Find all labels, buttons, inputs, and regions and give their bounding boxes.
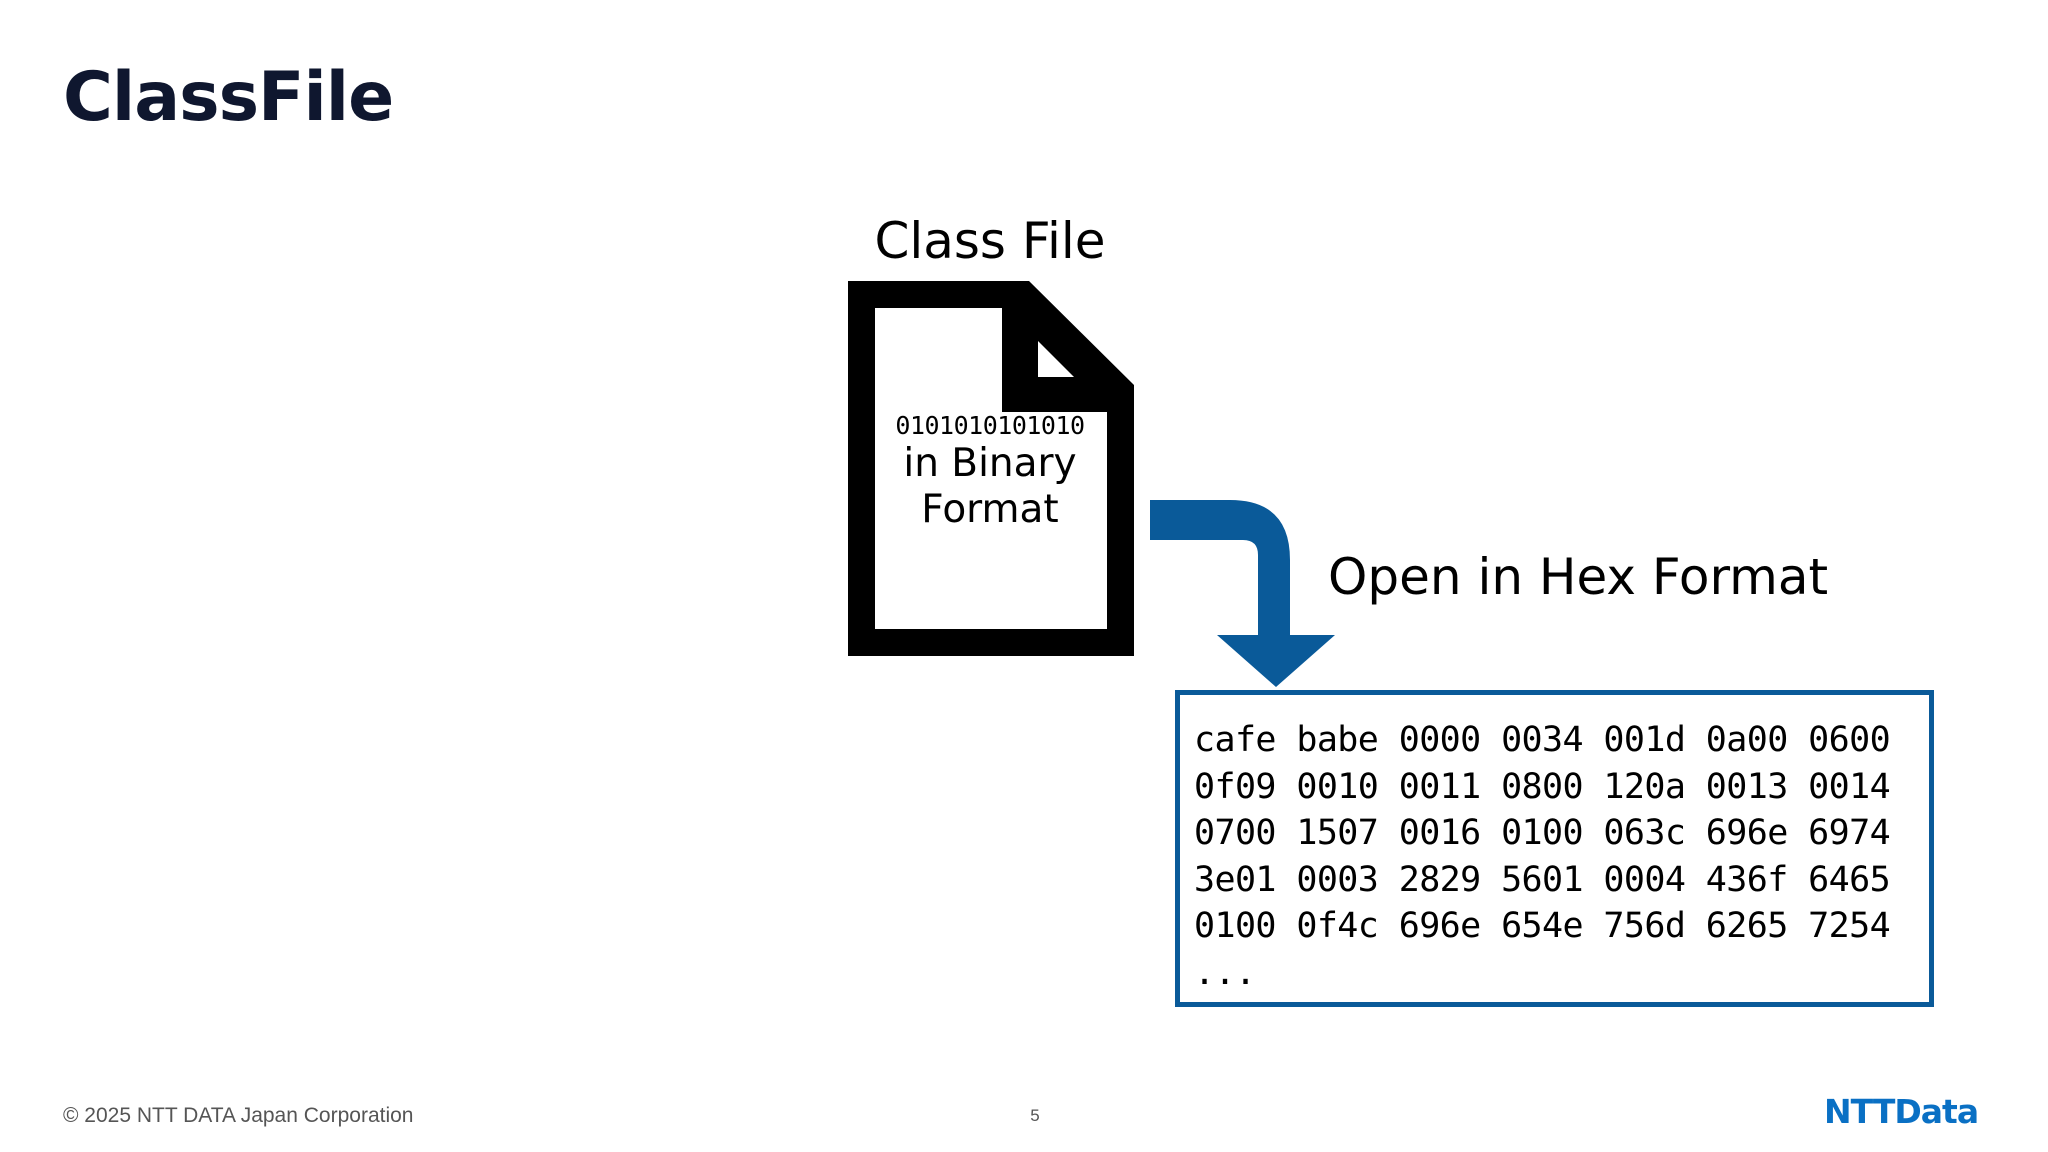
arrow-label: Open in Hex Format (1328, 548, 1829, 606)
hex-line: cafe babe 0000 0034 001d 0a00 0600 (1194, 720, 1891, 760)
binary-caption-line2: Format (921, 487, 1059, 532)
curved-arrow-down-icon (1150, 500, 1335, 687)
hex-ellipsis: ... (1194, 952, 1256, 993)
footer-copyright: © 2025 NTT DATA Japan Corporation (63, 1104, 414, 1127)
hex-line: 3e01 0003 2829 5601 0004 436f 6465 (1194, 859, 1891, 900)
binary-digits: 0101010101010 (895, 411, 1085, 440)
binary-caption-line1: in Binary (903, 441, 1077, 486)
binary-caption: in Binary Format (870, 441, 1110, 533)
file-icon (848, 281, 1134, 656)
hex-line: 0f09 0010 0011 0800 120a 0013 0014 (1194, 766, 1891, 807)
page-title: ClassFile (63, 58, 394, 137)
file-heading: Class File (874, 212, 1106, 270)
hex-line: 0100 0f4c 696e 654e 756d 6265 7254 (1194, 906, 1891, 946)
hex-dump-box: cafe babe 0000 0034 001d 0a00 0600 0f09 … (1175, 690, 1934, 1007)
page-number: 5 (1030, 1106, 1040, 1125)
ntt-data-logo: NTTData (1824, 1092, 1979, 1131)
hex-line: 0700 1507 0016 0100 063c 696e 6974 (1194, 813, 1891, 853)
